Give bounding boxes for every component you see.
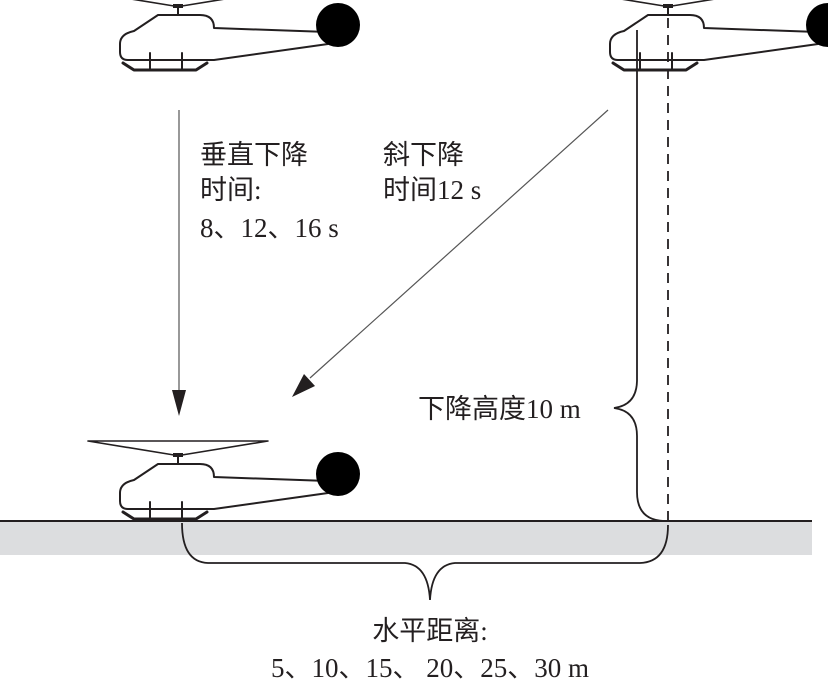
oblique-descent-time: 时间12 s — [383, 175, 481, 205]
vertical-descent-title: 垂直下降 — [200, 140, 308, 170]
descent-height-label: 下降高度10 m — [418, 394, 581, 424]
helicopter-start-oblique — [576, 0, 828, 72]
vertical-descent-times: 8、12、16 s — [200, 213, 339, 243]
oblique-descent-arrow-line — [309, 109, 609, 379]
horizontal-distances: 5、10、15、 20、25、30 m — [271, 653, 589, 683]
horizontal-distance-label: 水平距离: — [372, 616, 488, 646]
helicopter-landed — [86, 439, 362, 521]
oblique-descent-arrowhead — [292, 374, 315, 397]
vertical-descent-arrowhead — [172, 390, 186, 416]
vertical-descent-time-label: 时间: — [200, 175, 262, 205]
descent-height-brace — [613, 30, 665, 522]
horizontal-distance-brace — [181, 522, 669, 601]
ground-strip — [0, 521, 812, 555]
oblique-descent-title: 斜下降 — [383, 140, 464, 170]
helicopter-start-vertical — [86, 0, 362, 72]
